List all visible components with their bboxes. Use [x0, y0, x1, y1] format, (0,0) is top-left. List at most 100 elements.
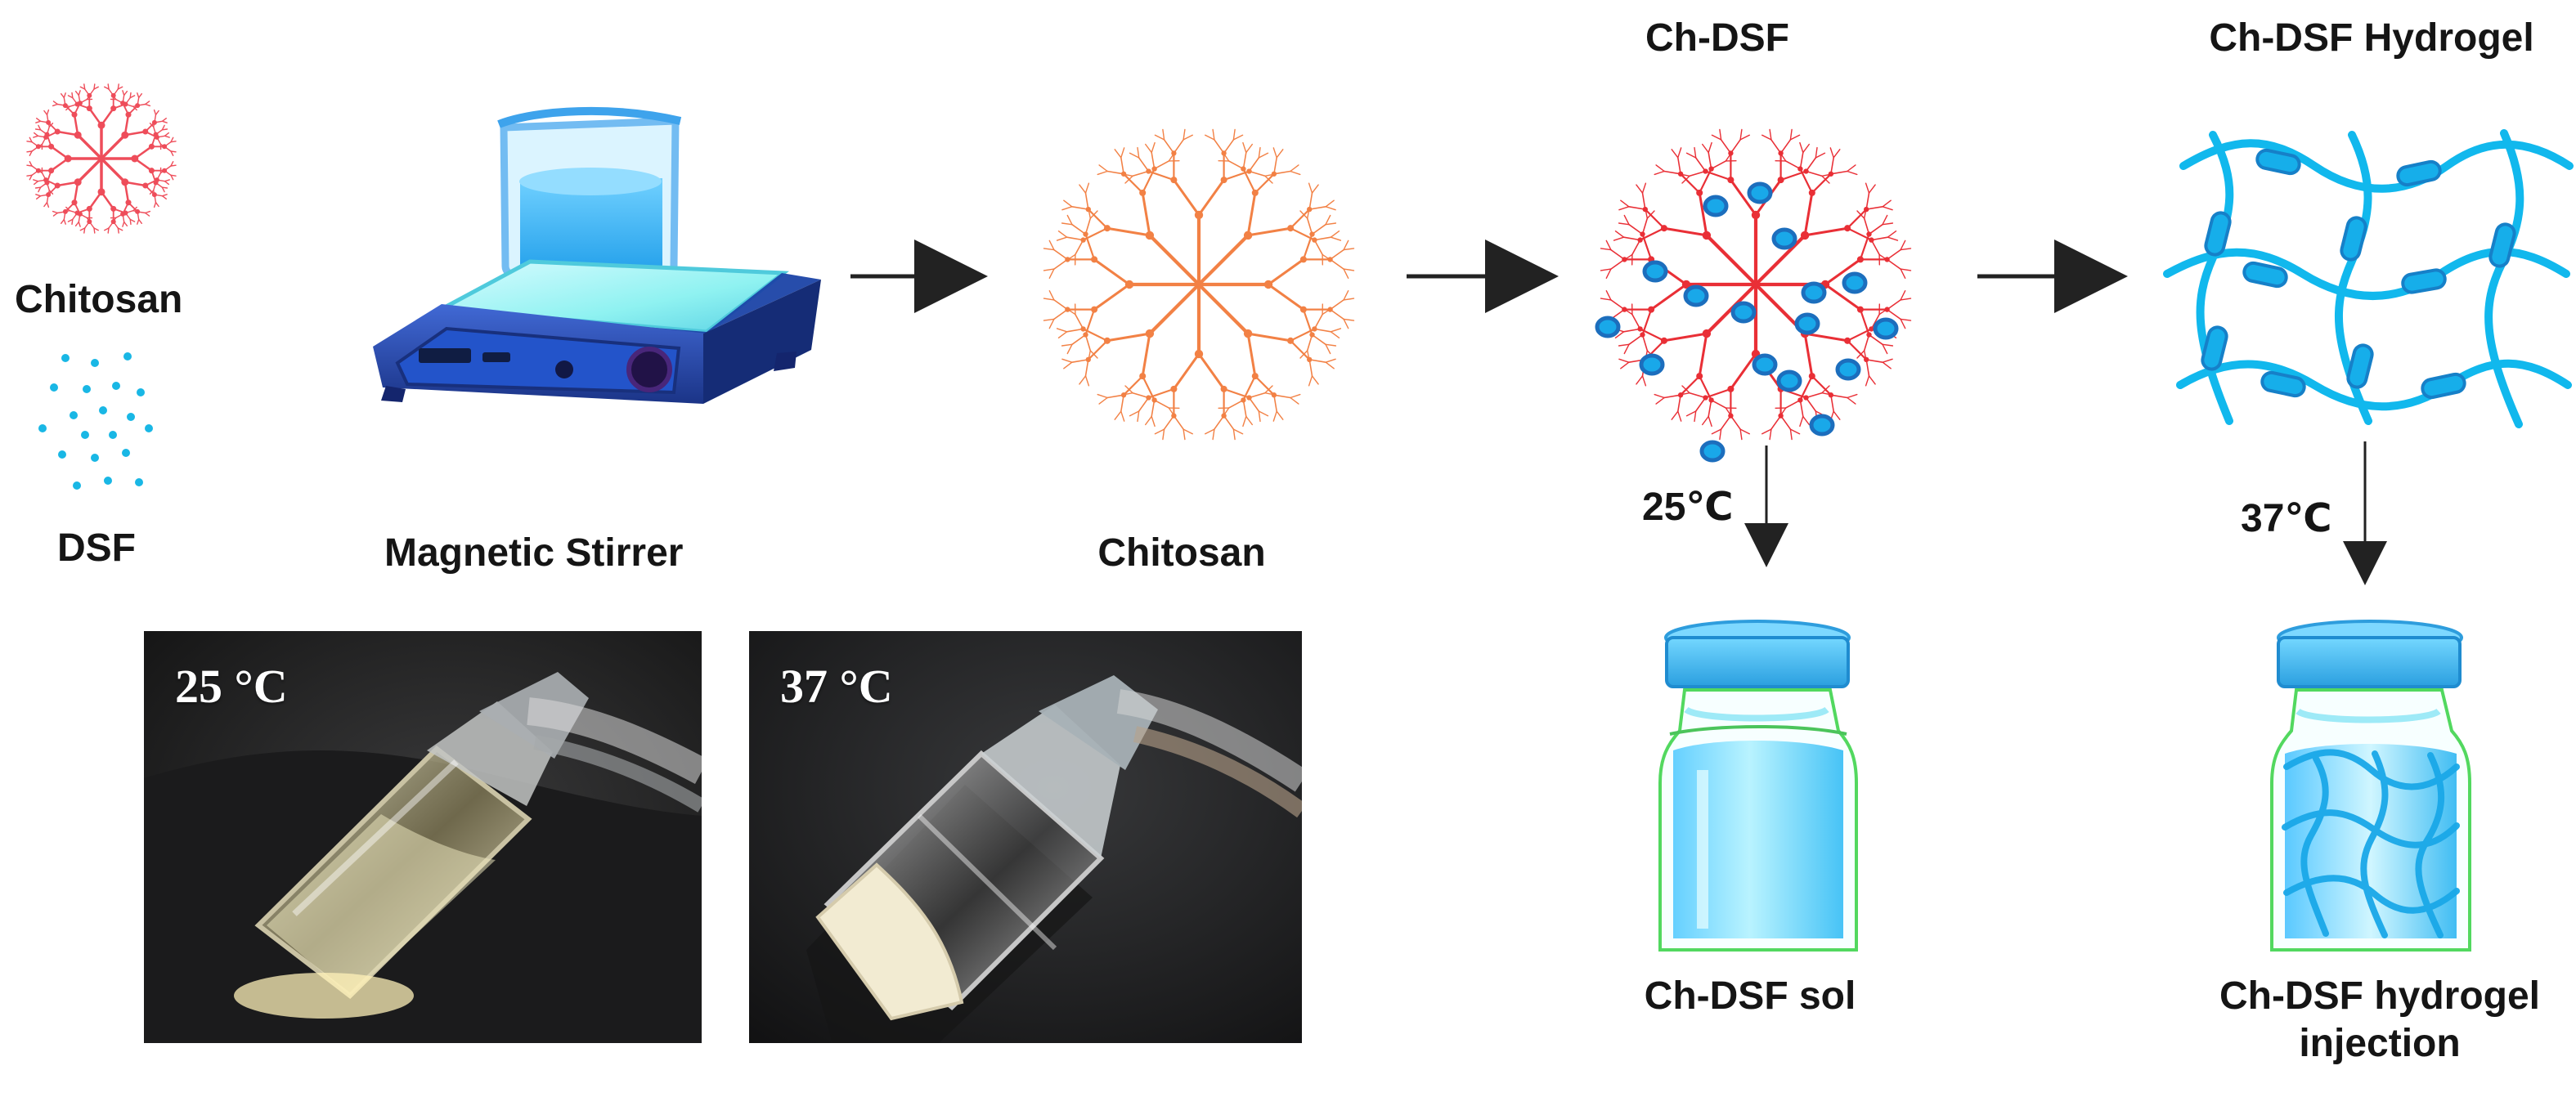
polymer-branch — [79, 98, 88, 104]
polymer-branch — [1865, 182, 1870, 194]
polymer-branch — [76, 157, 103, 184]
polymer-branch — [1859, 233, 1870, 261]
polymer-branch — [1093, 283, 1131, 311]
polymer-branch — [1272, 410, 1277, 422]
polymer-branch — [1628, 334, 1644, 346]
polymer-branch — [1708, 151, 1712, 170]
polymer-branch — [137, 96, 140, 106]
polymer-branch — [1882, 361, 1892, 369]
polymer-branch — [1739, 428, 1743, 441]
polymer-branch — [1075, 313, 1084, 330]
polymer-branch — [1711, 134, 1722, 141]
polymer-branch — [1048, 240, 1055, 251]
polymer-branch — [170, 141, 177, 143]
branched-polymer-icon — [26, 83, 177, 234]
polymer-branch — [154, 120, 164, 123]
polymer-branch — [154, 194, 157, 204]
polymer-branch — [33, 181, 39, 186]
polymer-branch — [69, 103, 79, 107]
polymer-branch — [156, 135, 166, 138]
polymer-branch — [1242, 168, 1256, 194]
polymer-branch — [35, 194, 42, 197]
polymer-branch — [1313, 239, 1323, 256]
polymer-branch — [50, 157, 70, 172]
polymer-branch — [1663, 332, 1708, 343]
polymer-branch — [1232, 428, 1244, 435]
polymer-branch — [129, 218, 136, 222]
polymer-branch — [34, 186, 42, 189]
polymer-branch — [1622, 253, 1633, 262]
polymer-branch — [1144, 415, 1152, 426]
gel-vial-photo — [749, 631, 1302, 1043]
polymer-branch — [161, 128, 168, 131]
polymer-branch — [153, 126, 157, 136]
polymer-branch — [71, 218, 74, 226]
polymer-branch — [39, 194, 49, 197]
polymer-branch — [1641, 217, 1649, 235]
polymer-branch — [1056, 328, 1068, 333]
polymer-branch — [56, 181, 79, 187]
polymer-branch — [1071, 206, 1089, 210]
polymer-branch — [1641, 334, 1649, 352]
polymer-branch — [1870, 239, 1880, 256]
polymer-branch — [1720, 414, 1732, 430]
polymer-branch — [1147, 282, 1201, 336]
polymer-branch — [1698, 191, 1708, 237]
vial-icon — [1658, 620, 1858, 952]
polymer-branch — [164, 169, 172, 176]
polymer-branch — [1605, 289, 1612, 301]
polymer-branch — [124, 212, 131, 221]
polymer-branch — [1066, 253, 1076, 262]
polymer-branch — [1799, 141, 1804, 154]
polymer-branch — [132, 206, 137, 212]
polymer-branch — [37, 135, 47, 138]
polymer-branch — [1720, 139, 1732, 154]
polymer-branch — [1882, 199, 1892, 208]
polymer-branch — [1071, 334, 1087, 346]
polymer-branch — [164, 179, 170, 182]
polymer-branch — [1084, 217, 1092, 235]
polymer-branch — [123, 130, 147, 137]
polymer-branch — [88, 107, 103, 127]
polymer-branch — [1063, 199, 1073, 208]
polymer-branch — [48, 190, 54, 195]
polymer-branch — [124, 210, 134, 214]
polymer-branch — [88, 221, 95, 229]
polymer-branch — [73, 181, 79, 204]
polymer-branch — [52, 210, 58, 214]
polymer-branch — [164, 146, 172, 152]
polymer-branch — [122, 90, 125, 96]
polymer-branch — [1222, 151, 1230, 162]
polymer-branch — [164, 165, 172, 172]
polymer-branch — [100, 107, 114, 127]
polymer-branch — [1887, 230, 1897, 238]
polymer-branch — [1183, 128, 1186, 141]
polymer-branch — [1644, 208, 1665, 230]
polymer-branch — [1232, 428, 1236, 441]
chitosan-small-label: Chitosan — [15, 278, 183, 321]
polymer-branch — [1151, 151, 1156, 170]
polymer-branch — [1137, 146, 1140, 159]
polymer-branch — [1264, 392, 1277, 396]
polymer-branch — [104, 227, 110, 231]
polymer-branch — [1144, 143, 1152, 154]
polymer-branch — [1655, 396, 1665, 405]
polymer-branch — [1132, 170, 1150, 177]
polymer-branch — [35, 120, 42, 123]
polymer-branch — [31, 141, 39, 148]
polymer-branch — [1708, 141, 1712, 154]
polymer-branch — [1242, 399, 1247, 418]
polymer-branch — [93, 227, 99, 231]
polymer-branch — [1258, 152, 1269, 159]
polymer-branch — [107, 83, 110, 90]
polymer-branch — [1739, 428, 1751, 435]
polymer-branch — [88, 190, 103, 210]
polymer-branch — [155, 110, 159, 115]
polymer-branch — [1043, 318, 1055, 321]
polymer-branch — [78, 94, 81, 104]
polymer-branch — [1829, 147, 1834, 159]
photo-25c-label: 25 °C — [175, 660, 288, 713]
polymer-branch — [1223, 139, 1235, 154]
polymer-branch — [1325, 343, 1337, 347]
polymer-branch — [1087, 339, 1108, 360]
